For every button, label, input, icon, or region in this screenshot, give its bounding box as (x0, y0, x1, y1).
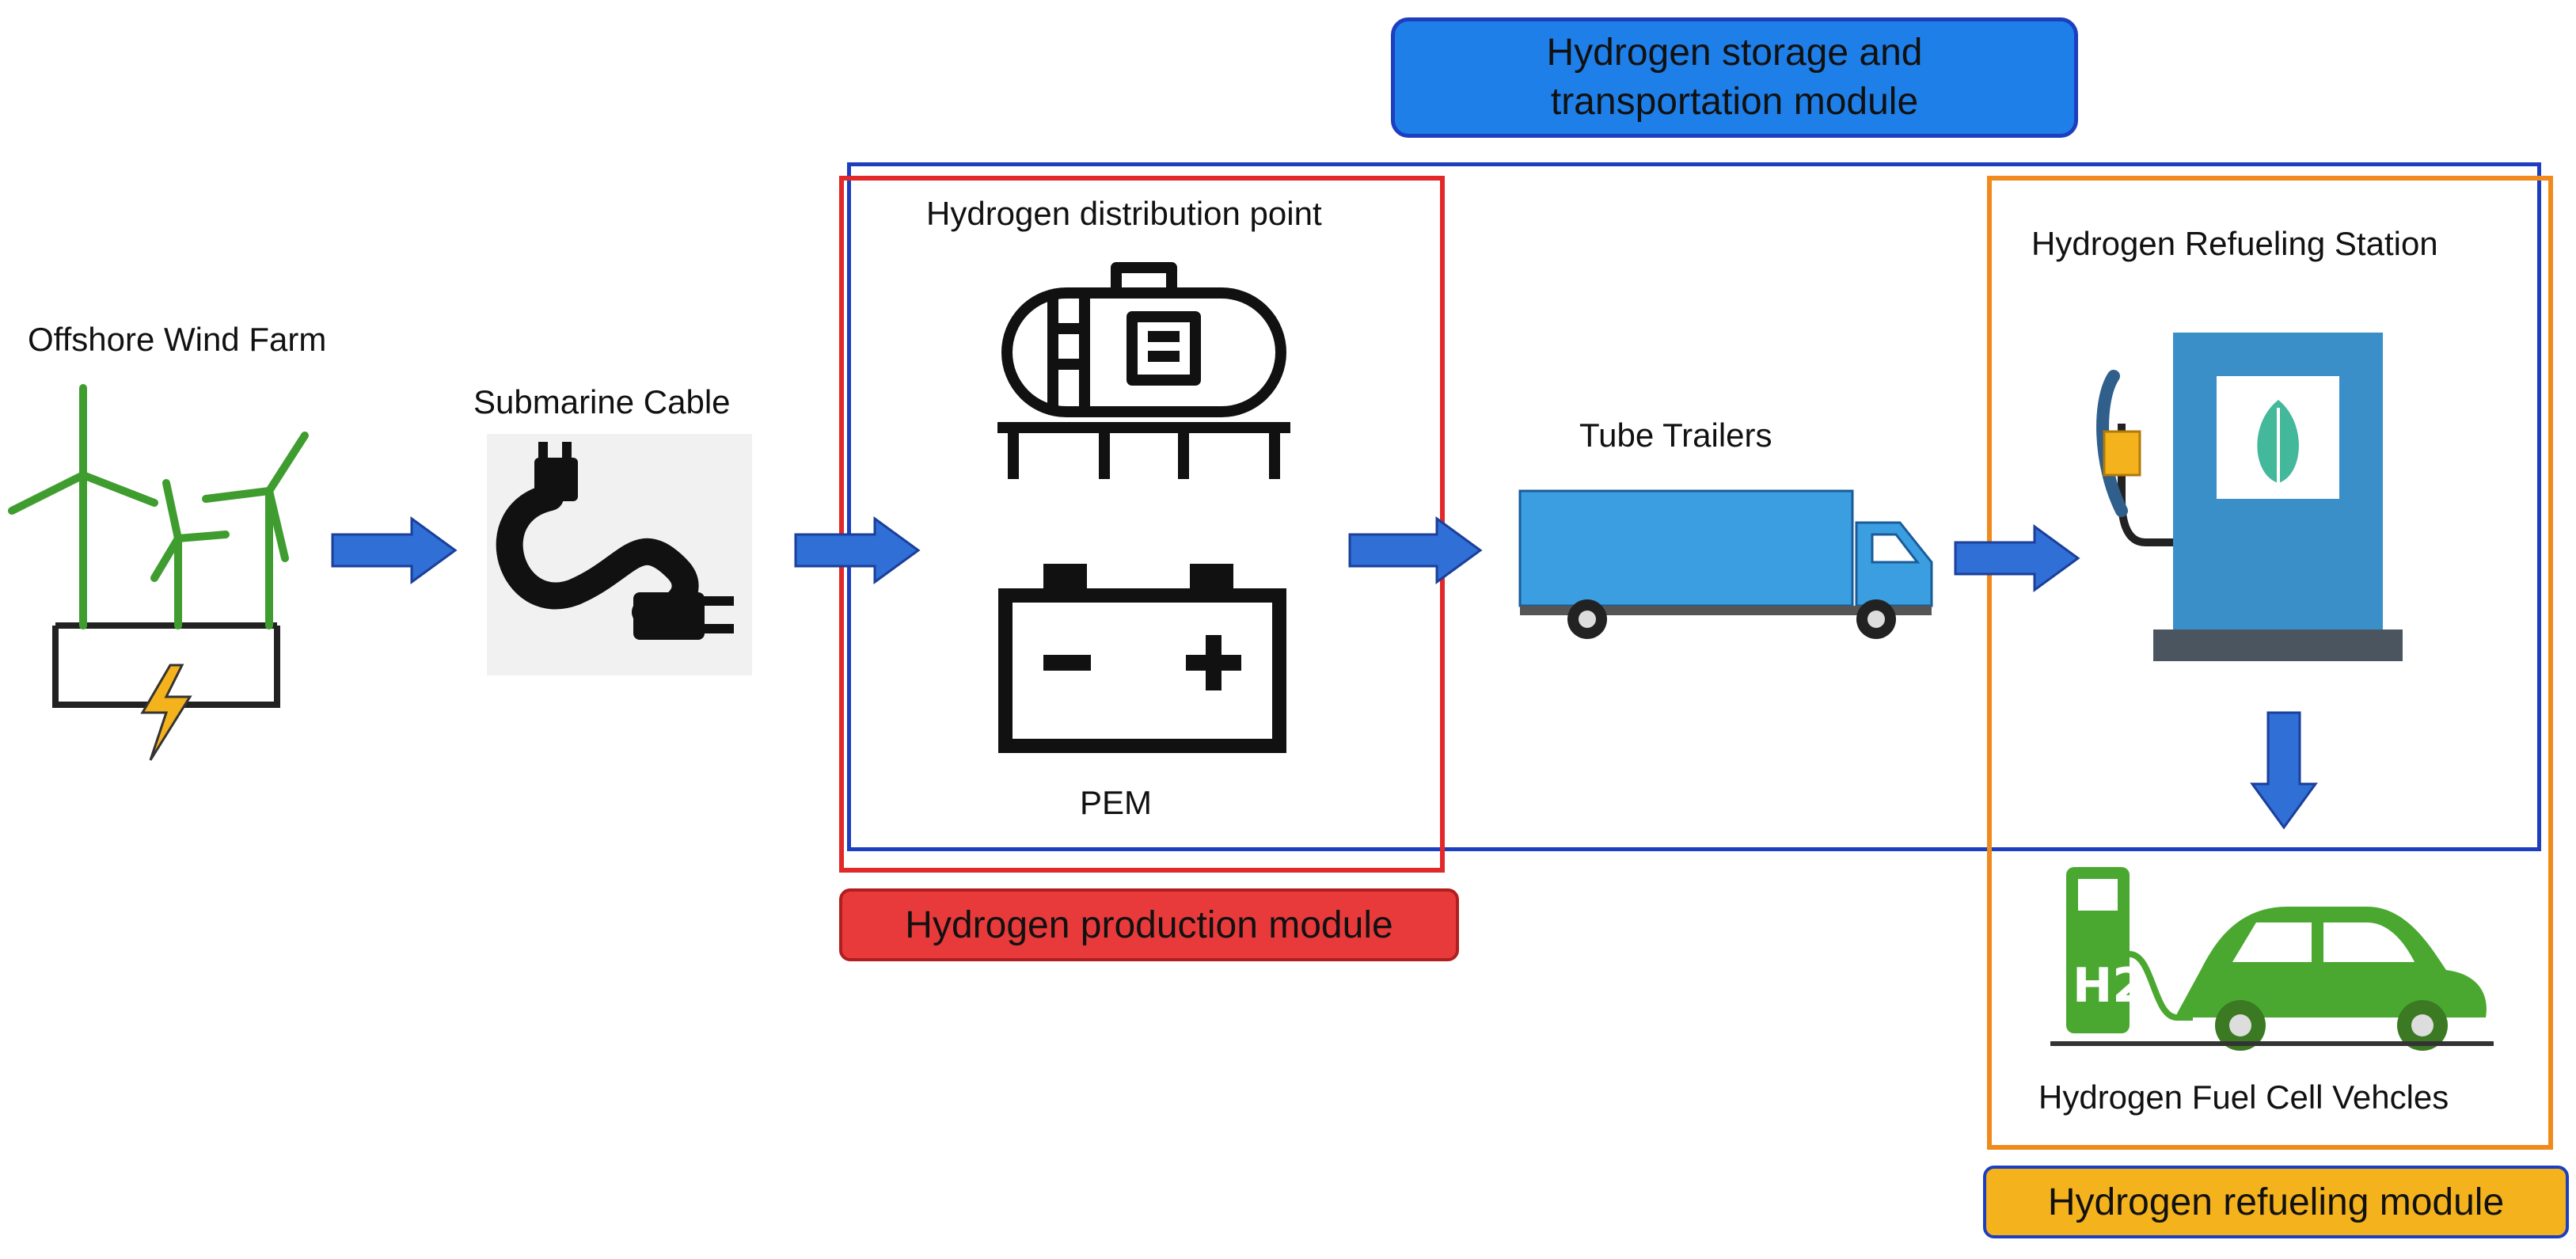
arrow-wind-to-cable (331, 516, 458, 584)
distribution-label: Hydrogen distribution point (926, 195, 1322, 232)
arrow-cable-to-production (794, 516, 921, 584)
storage-module-line2: transportation module (1550, 81, 1919, 123)
cable-label: Submarine Cable (473, 383, 731, 420)
fuel-cell-vehicle-icon: H2 (2050, 867, 2494, 1051)
vehicles-label: Hydrogen Fuel Cell Vehcles (2038, 1078, 2449, 1116)
storage-transport-frame (847, 162, 2541, 851)
arrow-trailers-to-station (1954, 524, 2080, 592)
refueling-station-icon (2096, 333, 2403, 661)
refueling-frame (1987, 176, 2553, 1150)
refueling-module-label: Hydrogen refueling module (1983, 1166, 2569, 1238)
cable-icon (487, 434, 752, 675)
wind-farm-label: Offshore Wind Farm (28, 321, 327, 358)
arrow-station-to-vehicles (2250, 711, 2318, 830)
pem-battery-icon (998, 564, 1286, 753)
station-label: Hydrogen Refueling Station (2031, 225, 2438, 262)
hydrogen-tank-icon (997, 262, 1290, 479)
wind-farm-icon (8, 384, 309, 761)
pem-label: PEM (1080, 784, 1153, 821)
storage-module-line1: Hydrogen storage and (1546, 32, 1923, 74)
trailers-label: Tube Trailers (1579, 416, 1772, 454)
h2-sign: H2 (2073, 958, 2145, 1014)
production-module-label: Hydrogen production module (839, 888, 1459, 961)
tube-trailer-truck-icon (1518, 489, 1933, 639)
storage-module-label: Hydrogen storage and transportation modu… (1391, 17, 2078, 138)
arrow-production-to-trailers (1348, 516, 1483, 584)
